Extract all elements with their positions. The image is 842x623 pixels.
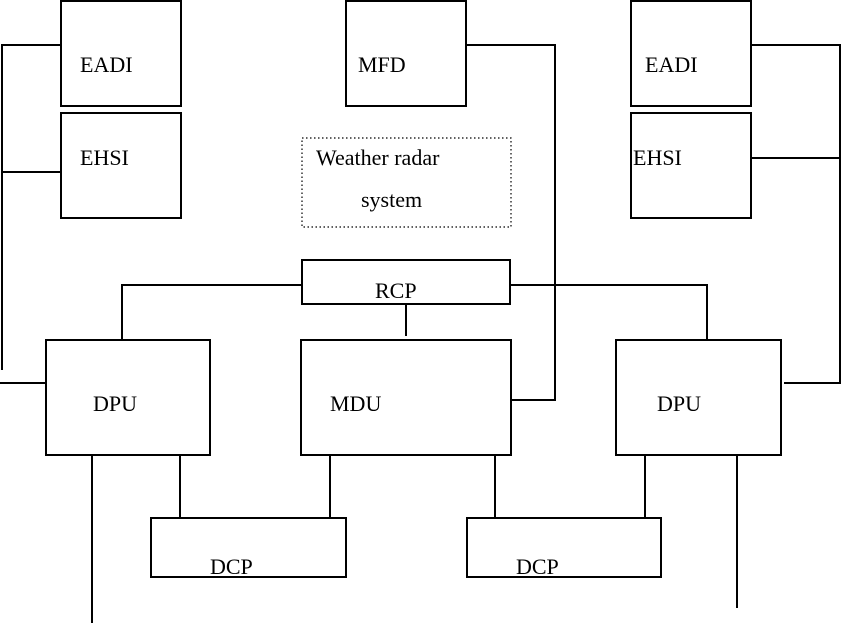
right-dcp-label: DCP (516, 554, 559, 579)
rcp-left-dpu-link (121, 284, 302, 342)
weather-radar-label-line2: system (361, 187, 422, 212)
left-ehsi-box: EHSI (60, 112, 182, 219)
mfd-box: MFD (345, 0, 467, 107)
right-ehsi-box: EHSI (630, 112, 752, 219)
mfd-label: MFD (358, 52, 406, 77)
left-dpu-label: DPU (93, 391, 137, 416)
left-dcp-box: DCP (150, 517, 347, 579)
mdu-label: MDU (330, 391, 381, 416)
rcp-box: RCP (301, 259, 511, 305)
right-eadi-label: EADI (645, 52, 698, 77)
right-dcp-box: DCP (466, 517, 662, 579)
mdu-box: MDU (300, 339, 512, 456)
rcp-label: RCP (375, 278, 417, 303)
weather-radar-system-box: Weather radar system (301, 137, 512, 228)
right-dpu-box: DPU (615, 339, 782, 456)
left-eadi-box: EADI (60, 0, 182, 107)
left-bus-line (1, 44, 62, 370)
right-bus-line (750, 44, 841, 384)
right-dpu-label: DPU (657, 391, 701, 416)
right-eadi-box: EADI (630, 0, 752, 107)
right-ehsi-label: EHSI (633, 145, 682, 170)
left-ehsi-label: EHSI (80, 145, 129, 170)
rcp-right-dpu-link (510, 284, 708, 342)
weather-radar-label-line1: Weather radar (316, 145, 440, 170)
connection-lines (0, 44, 841, 623)
left-dcp-label: DCP (210, 554, 253, 579)
left-eadi-label: EADI (80, 52, 133, 77)
left-dpu-box: DPU (45, 339, 211, 456)
mfd-mdu-link (467, 44, 556, 401)
